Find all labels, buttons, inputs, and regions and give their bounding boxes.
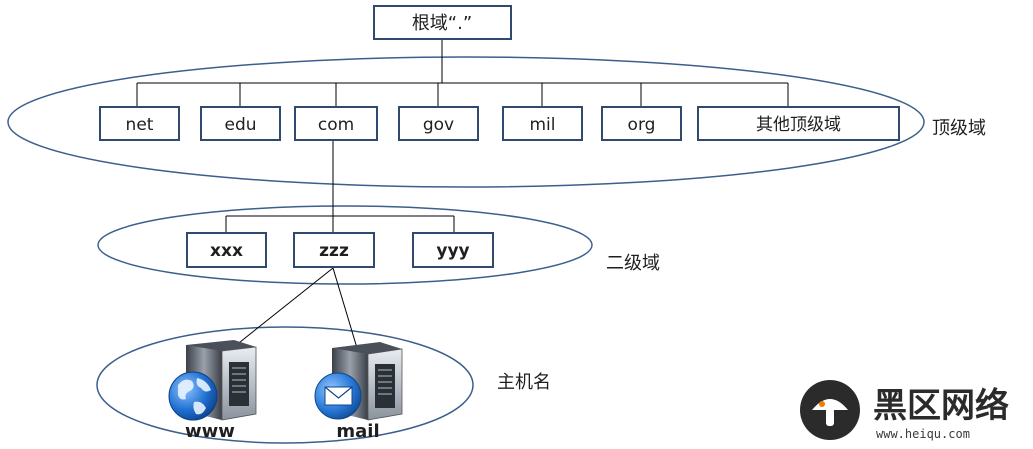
host-label-www: www xyxy=(185,421,235,442)
tld-box-edu: edu xyxy=(200,106,281,141)
root-domain-box: 根域“.” xyxy=(373,5,512,40)
tld-label: net xyxy=(126,115,154,135)
tld-label: 其他顶级域 xyxy=(756,115,841,135)
mushroom-logo-icon xyxy=(800,380,860,440)
globe-server-icon xyxy=(168,371,218,421)
watermark-text: 黑区网络 xyxy=(873,386,1009,426)
sld-box-xxx: xxx xyxy=(186,232,267,268)
sld-label: xxx xyxy=(210,241,243,261)
tld-zone-ellipse xyxy=(7,56,925,188)
sld-box-zzz: zzz xyxy=(293,232,375,268)
sld-label: yyy xyxy=(436,241,469,261)
zzz-connectors xyxy=(224,267,358,355)
www-server: www xyxy=(168,340,257,442)
mail-server-icon xyxy=(314,372,362,420)
sld-label: zzz xyxy=(319,241,349,261)
tld-box-org: org xyxy=(601,106,682,141)
host-zone-ellipse xyxy=(96,326,474,444)
tld-label: mil xyxy=(529,115,555,135)
zone-label-hosts: 主机名 xyxy=(497,372,551,393)
second-level-zone-ellipse xyxy=(97,205,593,285)
tld-label: gov xyxy=(423,115,454,135)
tld-box-other: 其他顶级域 xyxy=(697,106,900,141)
zone-label-tld: 顶级域 xyxy=(932,118,986,139)
zone-label-second-level: 二级域 xyxy=(606,253,660,274)
watermark-url: www.heiqu.com xyxy=(876,427,970,441)
watermark: 黑区网络 www.heiqu.com xyxy=(800,380,1009,441)
sld-box-yyy: yyy xyxy=(412,232,494,268)
tld-box-mil: mil xyxy=(502,106,583,141)
mail-server: mail xyxy=(314,342,403,442)
host-label-mail: mail xyxy=(336,421,379,442)
tld-label: org xyxy=(628,115,656,135)
root-connectors xyxy=(136,39,789,107)
tld-label: com xyxy=(318,115,354,135)
root-domain-label: 根域“.” xyxy=(412,13,472,34)
tld-label: edu xyxy=(224,115,256,135)
tld-box-net: net xyxy=(99,106,180,141)
com-connectors xyxy=(225,140,455,233)
tld-box-com: com xyxy=(294,106,378,141)
tld-box-gov: gov xyxy=(398,106,479,141)
